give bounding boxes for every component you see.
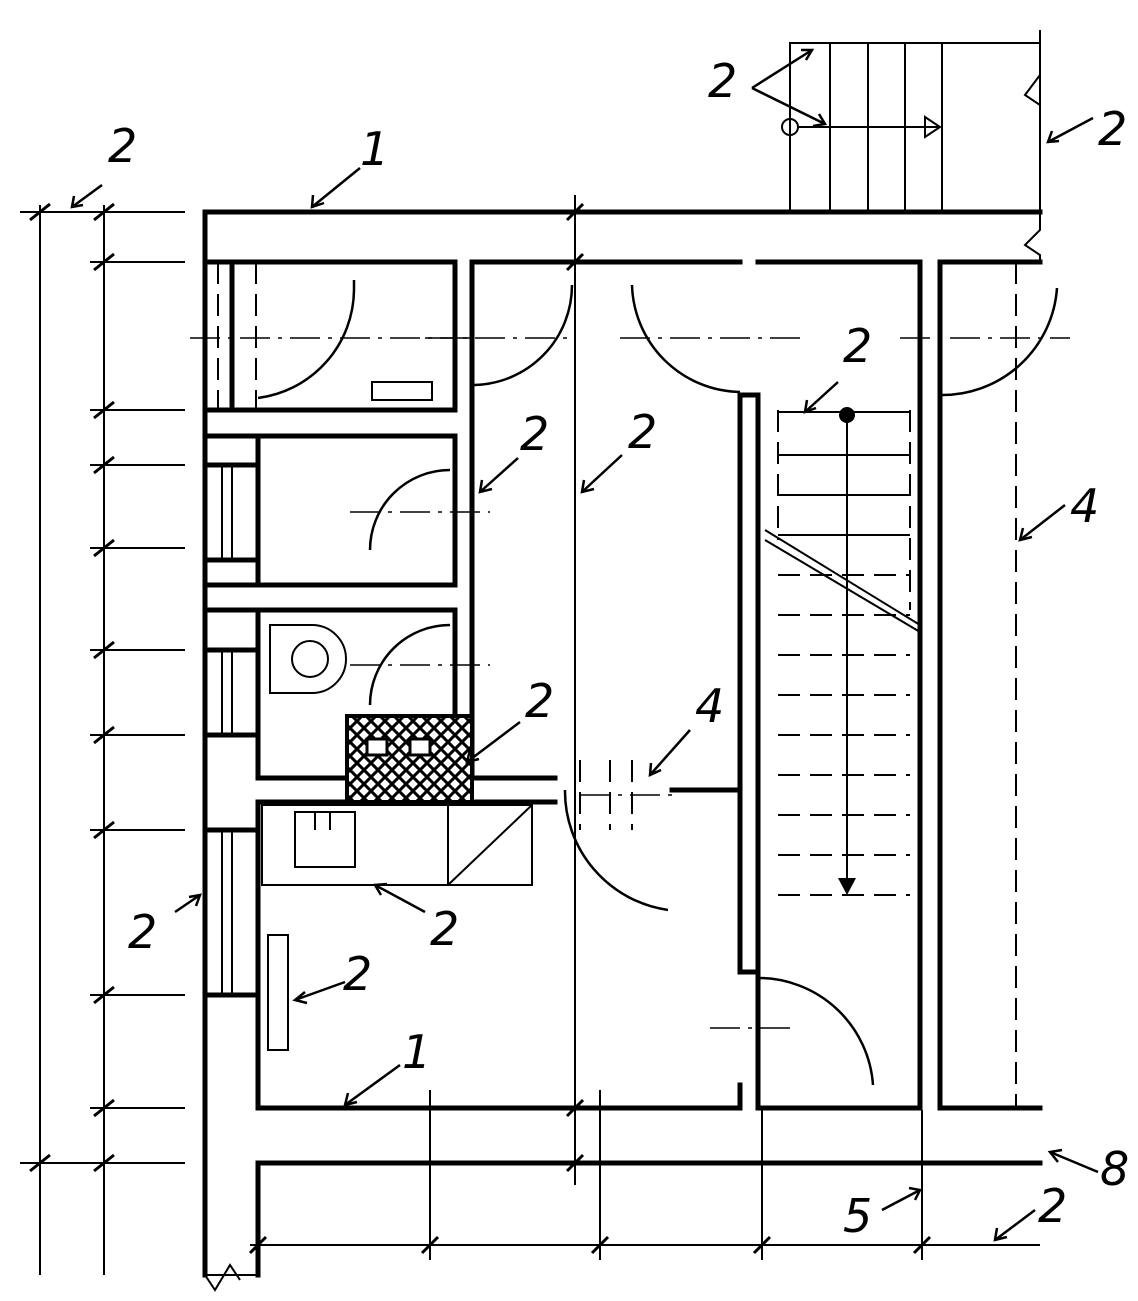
callout-counter: 2 [430,902,459,956]
callout-stair-top: 2 [708,54,737,108]
callout-radiator: 2 [343,947,372,1001]
hidden-lines [579,262,1017,1108]
callout-chimney: 2 [525,674,554,728]
upper-stair [781,30,1041,262]
callout-dim-left-top: 2 [108,119,137,173]
left-windows [217,262,257,995]
callout-break: 8 [1100,1142,1129,1196]
fixtures [261,381,533,1051]
callout-hidden-right: 4 [1070,479,1099,533]
callout-stair-label: 2 [843,319,872,373]
callout-outline-top: 1 [360,122,389,176]
axis-lines [190,195,1070,1185]
bottom-dimensions [204,202,1040,1292]
callout-outline-bottom: 1 [402,1025,431,1079]
callout-labels: 1 1 2 2 2 2 2 2 4 4 2 2 2 2 5 2 8 [108,54,1129,1243]
callout-door-small: 2 [520,407,549,461]
door-swings [257,280,1059,1086]
callout-dim-bottom-right: 2 [1038,1179,1067,1233]
left-dimensions [20,202,185,1275]
main-stair [764,407,921,896]
callout-hidden-door: 4 [695,679,724,733]
leader-lines [70,48,1099,1242]
callout-axis-center: 2 [628,405,657,459]
callout-window-left: 2 [128,905,157,959]
callout-right-top: 2 [1098,102,1127,156]
exterior-walls [202,209,1043,1278]
callout-extension: 5 [843,1189,872,1243]
interior-walls [202,259,1043,1111]
